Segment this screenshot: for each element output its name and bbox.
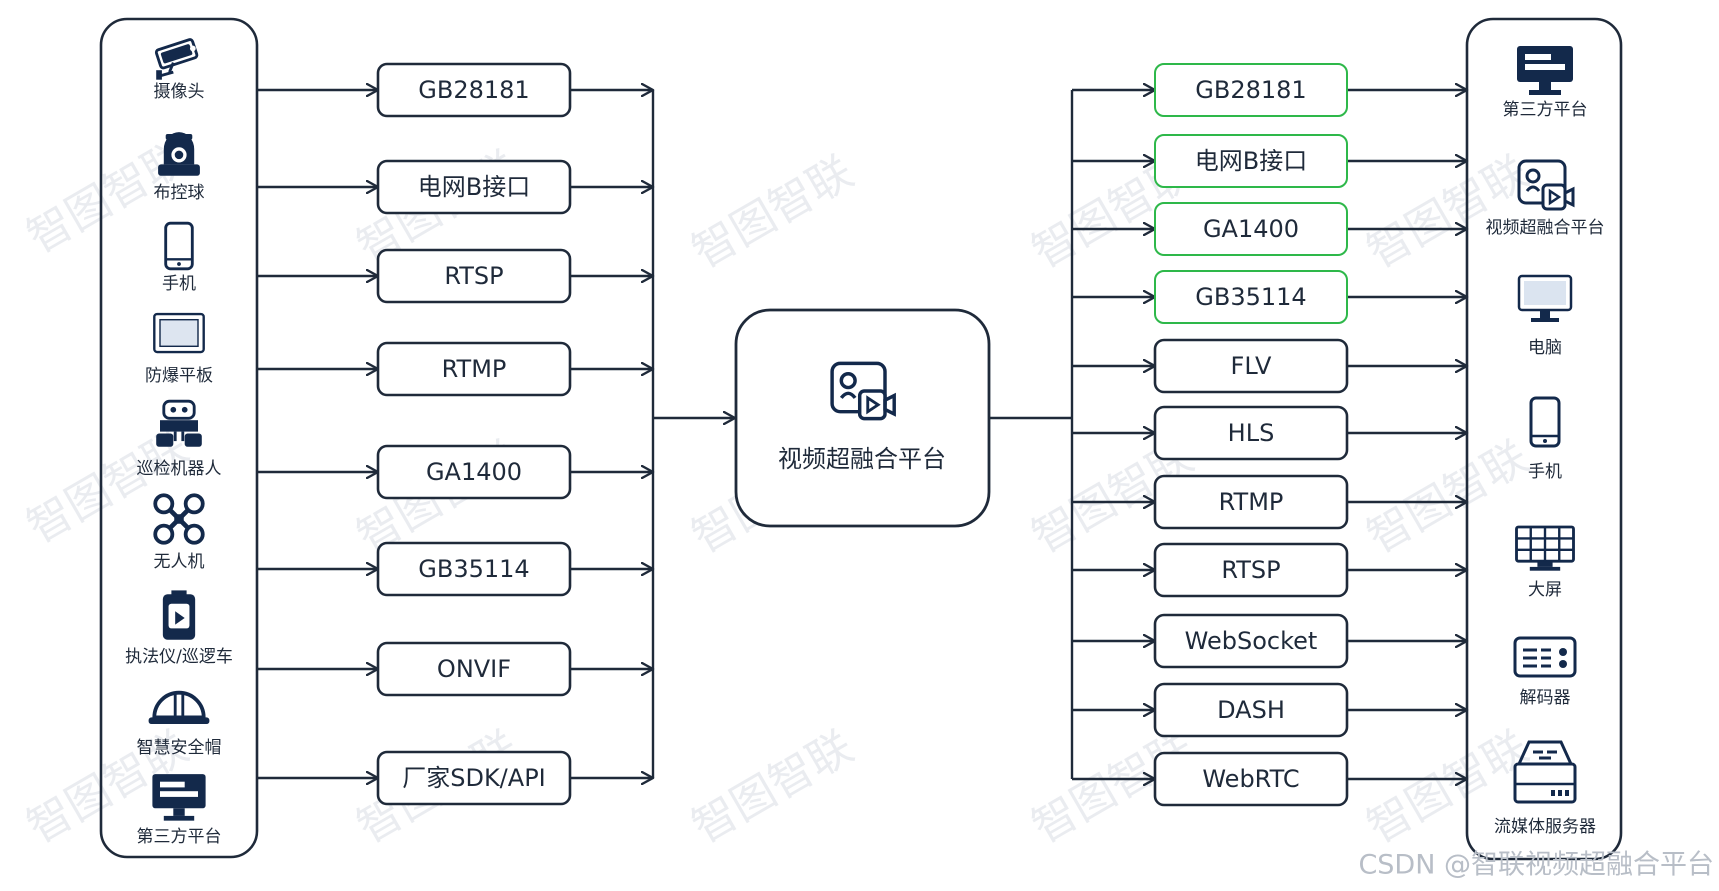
media-server-icon xyxy=(1513,740,1577,804)
device-label: 巡检机器人 xyxy=(137,459,222,479)
output-protocol-box xyxy=(1153,405,1349,461)
input-protocol-label: RTSP xyxy=(444,262,503,290)
output-protocol-box xyxy=(1154,63,1348,117)
output-protocol-box xyxy=(1154,270,1348,324)
video-platform-icon xyxy=(1517,159,1575,211)
target-label: 手机 xyxy=(1528,462,1562,482)
watermark-text: 智图智联 xyxy=(684,721,862,853)
input-protocol-label: ONVIF xyxy=(437,655,511,683)
target-label: 大屏 xyxy=(1528,580,1562,600)
output-protocol-label: RTMP xyxy=(1219,488,1284,516)
output-protocol-box xyxy=(1153,474,1349,530)
watermark-text: 智图智联 xyxy=(1359,431,1537,563)
output-protocol-label: GA1400 xyxy=(1203,215,1299,243)
device-label: 防爆平板 xyxy=(145,366,213,386)
input-protocol-box xyxy=(376,750,572,806)
desktop-computer-icon xyxy=(1517,274,1573,322)
helmet-icon xyxy=(148,690,210,725)
output-protocol-box xyxy=(1154,134,1348,188)
output-protocol-box xyxy=(1153,613,1349,669)
device-label: 无人机 xyxy=(154,552,205,572)
input-protocol-box xyxy=(376,62,572,118)
output-protocol-box xyxy=(1153,542,1349,598)
input-protocol-box xyxy=(376,341,572,397)
output-protocol-label: FLV xyxy=(1231,352,1273,380)
video-wall-icon xyxy=(1515,525,1575,571)
output-protocol-label: RTSP xyxy=(1221,556,1280,584)
monitor-icon xyxy=(152,774,206,821)
input-protocol-box xyxy=(376,641,572,697)
tablet-icon xyxy=(153,312,205,354)
drone-icon xyxy=(153,493,205,545)
device-label: 摄像头 xyxy=(154,82,205,102)
target-label: 解码器 xyxy=(1520,688,1571,708)
platform-label: 视频超融合平台 xyxy=(778,445,946,473)
watermark-text: 智图智联 xyxy=(1359,146,1537,278)
mobile-phone-icon xyxy=(1529,396,1561,448)
output-protocol-label: HLS xyxy=(1228,419,1275,447)
target-label: 电脑 xyxy=(1528,338,1562,358)
input-protocol-box xyxy=(376,444,572,500)
node-layer: 摄像头布控球手机防爆平板巡检机器人无人机执法仪/巡逻车智慧安全帽第三方平台GB2… xyxy=(99,17,1714,881)
input-protocol-label: 电网B接口 xyxy=(418,173,530,201)
output-protocol-label: GB28181 xyxy=(1195,76,1306,104)
input-protocol-box xyxy=(376,248,572,304)
input-protocol-label: 厂家SDK/API xyxy=(402,764,546,792)
input-protocol-box xyxy=(376,159,572,215)
output-protocol-box xyxy=(1153,338,1349,394)
dome-camera-icon xyxy=(158,132,200,176)
device-label: 第三方平台 xyxy=(137,827,222,847)
decoder-icon xyxy=(1513,636,1577,678)
target-label: 视频超融合平台 xyxy=(1486,218,1605,238)
output-protocol-box xyxy=(1153,751,1349,807)
output-protocol-label: 电网B接口 xyxy=(1195,147,1307,175)
output-protocol-label: WebSocket xyxy=(1185,627,1318,655)
output-protocol-box xyxy=(1153,682,1349,738)
input-protocol-label: GA1400 xyxy=(426,458,522,486)
input-protocol-box xyxy=(376,541,572,597)
target-label: 流媒体服务器 xyxy=(1494,817,1596,837)
input-protocol-label: GB35114 xyxy=(418,555,529,583)
output-protocol-label: GB35114 xyxy=(1195,283,1306,311)
device-label: 布控球 xyxy=(154,183,205,203)
device-label: 执法仪/巡逻车 xyxy=(125,647,233,667)
target-panel xyxy=(1465,17,1623,861)
input-protocol-label: RTMP xyxy=(442,355,507,383)
credit-text: CSDN @智联视频超融合平台 xyxy=(1358,850,1714,881)
robot-icon xyxy=(156,399,202,447)
output-protocol-label: WebRTC xyxy=(1202,765,1299,793)
cctv-camera-icon xyxy=(154,38,199,80)
output-protocol-box xyxy=(1154,202,1348,256)
monitor-icon xyxy=(1517,46,1573,95)
body-camera-icon xyxy=(162,590,196,640)
connector-layer xyxy=(257,90,1467,779)
device-label: 智慧安全帽 xyxy=(137,738,222,758)
source-device-panel xyxy=(99,17,259,859)
output-protocol-label: DASH xyxy=(1217,696,1285,724)
device-label: 手机 xyxy=(162,274,196,294)
mobile-phone-icon xyxy=(164,221,194,271)
input-protocol-label: GB28181 xyxy=(418,76,529,104)
watermark-text: 智图智联 xyxy=(684,146,862,278)
target-label: 第三方平台 xyxy=(1503,100,1588,120)
video-platform-icon xyxy=(830,361,896,421)
